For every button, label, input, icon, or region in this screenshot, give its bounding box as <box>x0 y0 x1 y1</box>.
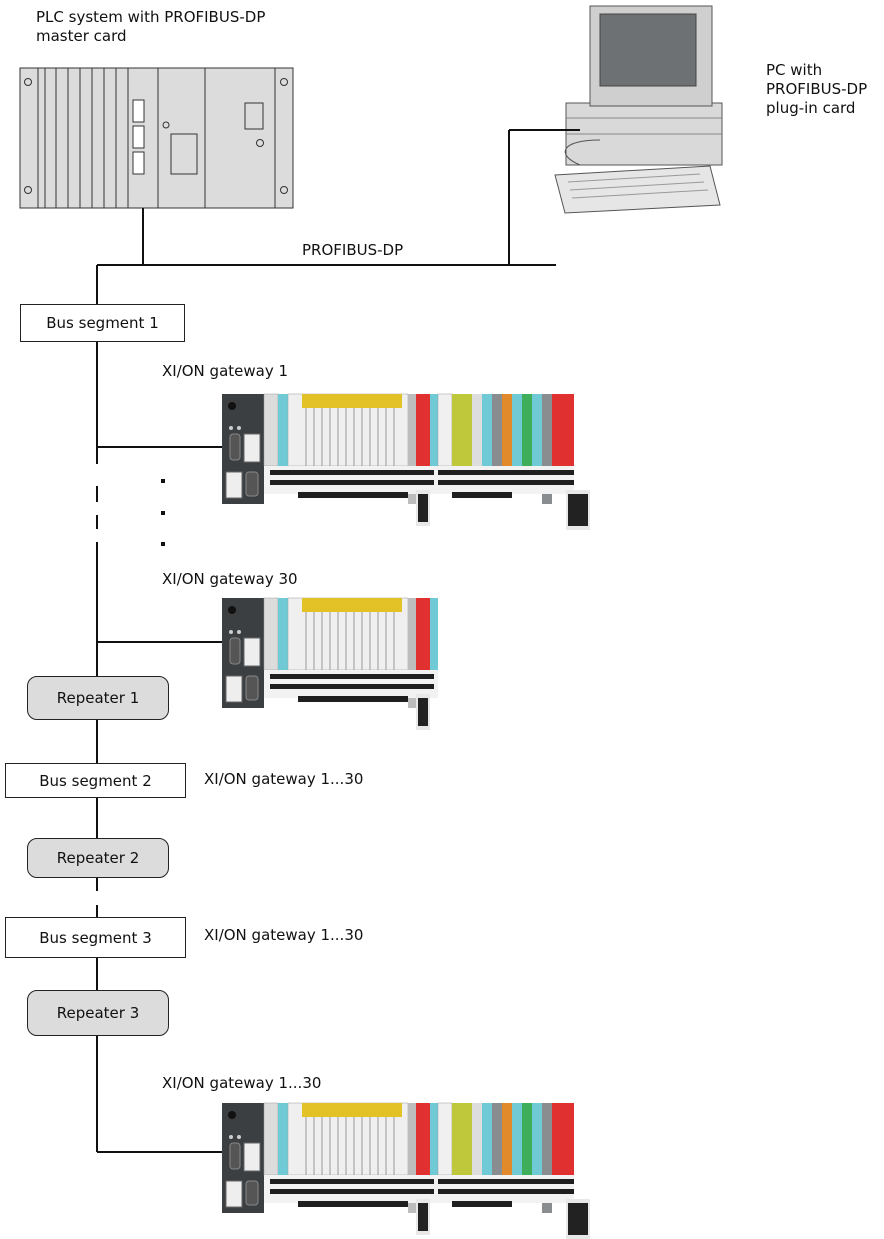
plc-label: PLC system with PROFIBUS-DP master card <box>36 8 265 46</box>
pc-label-line2: PROFIBUS-DP <box>766 80 868 98</box>
xion-station-icon <box>221 393 591 531</box>
gateway-1-label: XI/ON gateway 1 <box>162 362 289 380</box>
pc-computer-icon <box>554 5 723 214</box>
bus-segment-2-box: Bus segment 2 <box>5 763 186 798</box>
segment-2-gateway-label: XI/ON gateway 1...30 <box>204 770 364 788</box>
xion-station-icon <box>221 1102 591 1239</box>
bus-segment-3-box: Bus segment 3 <box>5 917 186 958</box>
repeater-2: Repeater 2 <box>27 838 169 878</box>
gateway-bottom-label: XI/ON gateway 1...30 <box>162 1074 322 1092</box>
xion-station-icon <box>221 597 439 731</box>
plc-label-line2: master card <box>36 27 127 45</box>
continuation-dots <box>161 479 165 546</box>
pc-label-line3: plug-in card <box>766 99 856 117</box>
repeater-1: Repeater 1 <box>27 676 169 720</box>
plc-label-line1: PLC system with PROFIBUS-DP <box>36 8 266 26</box>
pc-label-line1: PC with <box>766 61 823 79</box>
pc-label: PC with PROFIBUS-DP plug-in card <box>766 61 867 118</box>
bus-label: PROFIBUS-DP <box>302 241 404 259</box>
repeater-3: Repeater 3 <box>27 990 169 1036</box>
gateway-30-label: XI/ON gateway 30 <box>162 570 298 588</box>
plc-rack-icon <box>19 67 294 209</box>
bus-segment-1-box: Bus segment 1 <box>20 304 185 342</box>
bus-lines <box>96 129 580 1153</box>
segment-3-gateway-label: XI/ON gateway 1...30 <box>204 926 364 944</box>
